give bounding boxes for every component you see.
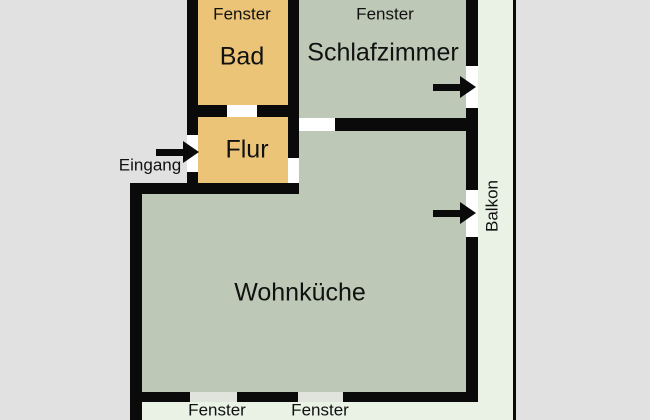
room-wohnkueche-upper <box>299 131 466 193</box>
label-fenster-top-schlafzimmer: Fenster <box>356 4 414 24</box>
arrow-shaft <box>156 149 184 156</box>
wall-wohnkueche-top <box>130 183 299 194</box>
balcony-area <box>478 0 513 420</box>
wall-left-outer-stub <box>187 172 198 183</box>
wall-left-outer-bottom <box>130 183 142 420</box>
label-fenster-bottom-left: Fenster <box>188 400 246 420</box>
label-room-balkon: Balkon <box>482 180 502 232</box>
schlafzimmer-door-opening <box>299 118 335 131</box>
wall-right-outer-top <box>466 0 478 66</box>
arrow-head <box>183 141 199 163</box>
label-room-flur: Flur <box>225 135 269 164</box>
wall-right-outer-bottom <box>466 237 478 402</box>
label-room-wohnkueche: Wohnküche <box>234 278 366 307</box>
balcony-arrow-schlafzimmer-icon <box>433 76 476 98</box>
label-fenster-top-bad: Fenster <box>213 4 271 24</box>
bad-door-opening <box>227 105 257 117</box>
flur-wohnkueche-opening <box>288 158 299 183</box>
window-bottom-right-opening <box>298 392 343 402</box>
arrow-shaft <box>433 210 461 217</box>
arrow-head <box>460 202 476 224</box>
wall-schlafzimmer-wohnkueche-divider <box>299 118 466 131</box>
window-bottom-left-opening <box>190 392 237 402</box>
label-room-schlafzimmer: Schlafzimmer <box>307 38 459 67</box>
window-sill-strip <box>142 402 513 420</box>
room-flur <box>198 117 288 183</box>
wall-bad-flur-right <box>288 0 299 158</box>
balcony-arrow-wohnkueche-icon <box>433 202 476 224</box>
entrance-arrow-icon <box>156 141 199 163</box>
arrow-head <box>460 76 476 98</box>
wall-left-outer-top <box>187 0 198 135</box>
room-wohnkueche-main <box>142 193 466 392</box>
room-bad <box>198 0 288 105</box>
label-fenster-bottom-right: Fenster <box>291 400 349 420</box>
arrow-shaft <box>433 84 461 91</box>
label-room-bad: Bad <box>219 42 265 71</box>
balcony-railing-line <box>513 0 516 420</box>
label-eingang: Eingang <box>118 155 182 175</box>
wall-right-outer-middle <box>466 108 478 190</box>
room-schlafzimmer <box>298 0 466 118</box>
